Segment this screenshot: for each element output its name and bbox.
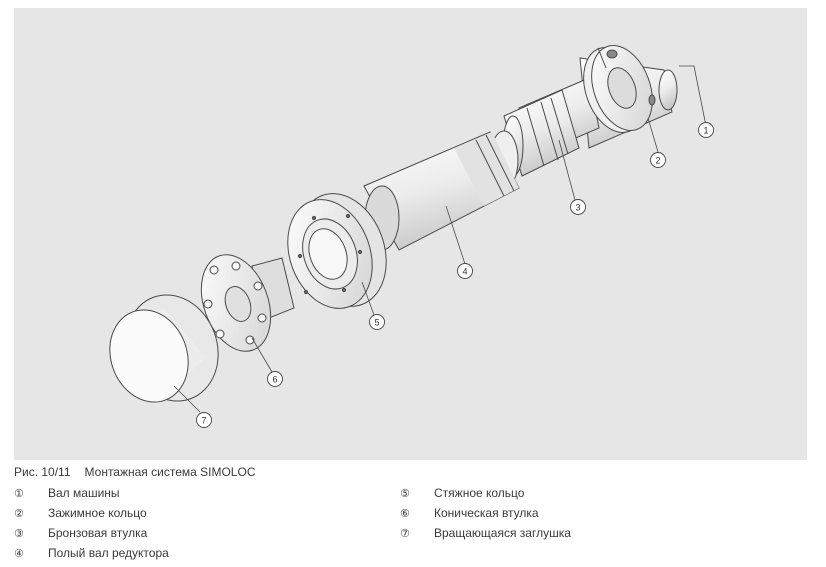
- legend-label: Вал машины: [48, 486, 120, 500]
- tapered-bushing: [200, 254, 295, 352]
- legend-item: ③ Бронзовая втулка: [14, 523, 169, 543]
- figure-number: Рис. 10/11: [14, 465, 71, 479]
- legend-number: ③: [14, 527, 24, 540]
- legend-item: ② Зажимное кольцо: [14, 503, 169, 523]
- svg-text:2: 2: [655, 156, 660, 166]
- legend-left-column: ① Вал машины ② Зажимное кольцо ③ Бронзовая …: [14, 483, 169, 563]
- legend-number: ①: [14, 487, 24, 500]
- legend-right-column: ⑤ Стяжное кольцо ⑥ Коническая втулка ⑦ Вращ…: [400, 483, 571, 543]
- exploded-assembly-diagram: 1 2 3 4 5 6 7: [14, 8, 807, 460]
- legend-label: Коническая втулка: [434, 506, 539, 520]
- svg-text:5: 5: [374, 318, 379, 328]
- figure-title: Монтажная система SIMOLOC: [84, 465, 256, 479]
- clamping-ring: [583, 45, 656, 133]
- legend-label: Вращающаяся заглушка: [434, 526, 571, 540]
- svg-text:7: 7: [201, 416, 206, 426]
- callout-2: 2: [650, 152, 666, 168]
- callout-3: 3: [570, 199, 586, 215]
- hollow-gearbox-shaft: [363, 130, 520, 251]
- svg-text:3: 3: [575, 203, 580, 213]
- leader-lines: [173, 65, 707, 413]
- legend-item: ① Вал машины: [14, 483, 169, 503]
- svg-text:4: 4: [462, 267, 467, 277]
- legend-label: Полый вал редуктора: [48, 546, 169, 560]
- legend-label: Бронзовая втулка: [48, 526, 148, 540]
- callout-7: 7: [196, 412, 212, 428]
- legend-item: ⑤ Стяжное кольцо: [400, 483, 571, 503]
- legend-item: ⑦ Вращающаяся заглушка: [400, 523, 571, 543]
- legend-item: ⑥ Коническая втулка: [400, 503, 571, 523]
- figure-caption: Рис. 10/11 Монтажная система SIMOLOC: [14, 465, 255, 479]
- svg-text:1: 1: [703, 126, 708, 136]
- legend-number: ④: [14, 547, 24, 560]
- shrink-disc: [287, 193, 387, 309]
- legend-item: ④ Полый вал редуктора: [14, 543, 169, 563]
- callout-5: 5: [369, 314, 385, 330]
- legend-label: Стяжное кольцо: [434, 486, 525, 500]
- legend-number: ⑤: [400, 487, 410, 500]
- legend-label: Зажимное кольцо: [48, 506, 147, 520]
- rotating-cover: [109, 294, 219, 403]
- legend-number: ⑦: [400, 527, 410, 540]
- callout-1: 1: [698, 122, 714, 138]
- callout-4: 4: [457, 263, 473, 279]
- callout-6: 6: [267, 371, 283, 387]
- svg-text:6: 6: [272, 375, 277, 385]
- legend-number: ⑥: [400, 507, 410, 520]
- legend-number: ②: [14, 507, 24, 520]
